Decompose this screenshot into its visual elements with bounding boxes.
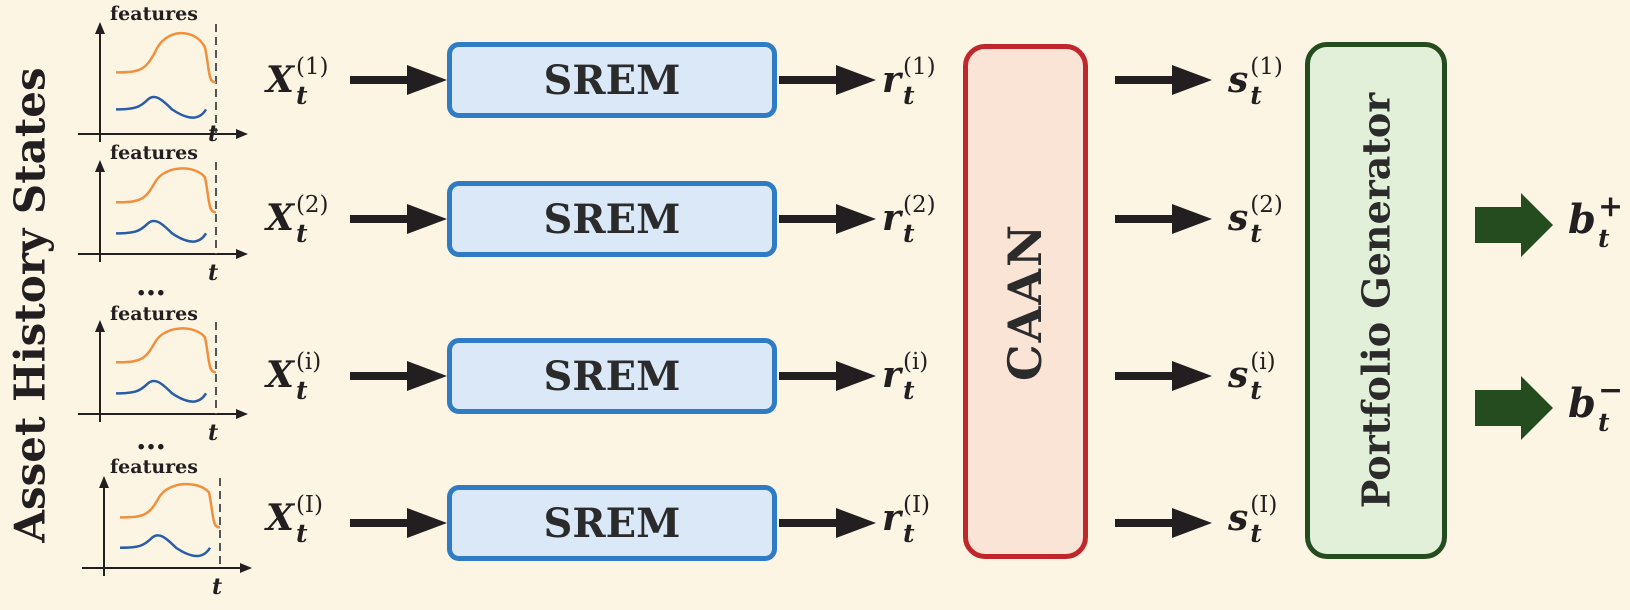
arrow-caan-to-score-2-head	[1172, 204, 1212, 234]
panel-1-time-label: t	[208, 121, 219, 147]
panel-1-y-arrow	[95, 22, 105, 34]
panel-4-features-label: features	[110, 456, 198, 478]
score-symbol-3: s(i)t	[1228, 349, 1276, 405]
panel-2-features-label: features	[110, 142, 198, 164]
panel-1-features-label: features	[110, 3, 198, 25]
arrow-input-to-srem-2-head	[407, 204, 447, 234]
caan-module: CAAN	[963, 44, 1088, 559]
panel-3-features-label: features	[110, 303, 198, 325]
repr-symbol-2: r(2)t	[882, 192, 936, 248]
arrow-srem-to-repr-3-head	[836, 361, 876, 391]
score-symbol-1: s(1)t	[1228, 54, 1283, 110]
panel-1-x-arrow	[236, 129, 248, 139]
panel-3-feature-line-upper	[115, 327, 217, 374]
ellipsis-2: …	[136, 422, 168, 457]
output-arrow-long	[1475, 193, 1553, 257]
panel-4-feature-line-upper	[119, 482, 221, 529]
output-symbol-short: b−t	[1568, 373, 1624, 437]
ellipsis-1: …	[136, 268, 168, 303]
panel-3-feature-line-lower	[115, 379, 208, 403]
score-symbol-2: s(2)t	[1228, 192, 1283, 248]
arrow-caan-to-score-4-head	[1172, 508, 1212, 538]
panel-2-time-label: t	[208, 260, 219, 286]
srem-module-1: SREM	[447, 42, 777, 118]
panel-2-feature-line-lower	[115, 219, 208, 243]
repr-symbol-3: r(i)t	[882, 349, 929, 405]
arrow-caan-to-score-1-head	[1172, 65, 1212, 95]
arrow-input-to-srem-3-head	[407, 361, 447, 391]
output-symbol-long: b+t	[1568, 189, 1624, 253]
arrow-srem-to-repr-4-head	[836, 508, 876, 538]
panel-1-feature-line-upper	[115, 31, 217, 84]
input-symbol-1: X(1)t	[266, 54, 329, 110]
panel-3-time-label: t	[208, 420, 219, 446]
panel-1-feature-line-lower	[115, 95, 208, 119]
panel-2-x-arrow	[236, 249, 248, 259]
panel-4-x-arrow	[240, 563, 252, 573]
panel-4-y-arrow	[99, 476, 109, 488]
input-symbol-4: X(I)t	[266, 492, 323, 548]
arrow-srem-to-repr-2-head	[836, 204, 876, 234]
panel-4-time-label: t	[212, 574, 223, 600]
panel-2-feature-line-upper	[115, 167, 217, 214]
panel-3-x-arrow	[236, 409, 248, 419]
caan-label: CAAN	[998, 222, 1053, 381]
output-arrow-short	[1475, 376, 1553, 440]
srem-module-2: SREM	[447, 181, 777, 257]
panel-2-y-arrow	[95, 160, 105, 172]
arrow-input-to-srem-4-head	[407, 508, 447, 538]
portfolio-generator-module: Portfolio Generator	[1305, 42, 1447, 559]
repr-symbol-1: r(1)t	[882, 54, 936, 110]
score-symbol-4: s(I)t	[1228, 492, 1278, 548]
arrow-caan-to-score-3-head	[1172, 361, 1212, 391]
srem-module-3: SREM	[447, 338, 777, 414]
portfolio-generator-label: Portfolio Generator	[1353, 92, 1399, 509]
panel-3-y-arrow	[95, 320, 105, 332]
arrow-input-to-srem-1-head	[407, 65, 447, 95]
input-symbol-3: X(i)t	[266, 349, 322, 405]
input-symbol-2: X(2)t	[266, 192, 329, 248]
srem-module-4: SREM	[447, 485, 777, 561]
arrow-srem-to-repr-1-head	[836, 65, 876, 95]
side-title: Asset History States	[5, 67, 55, 543]
panel-4-feature-line-lower	[119, 534, 212, 558]
repr-symbol-4: r(I)t	[882, 492, 931, 548]
